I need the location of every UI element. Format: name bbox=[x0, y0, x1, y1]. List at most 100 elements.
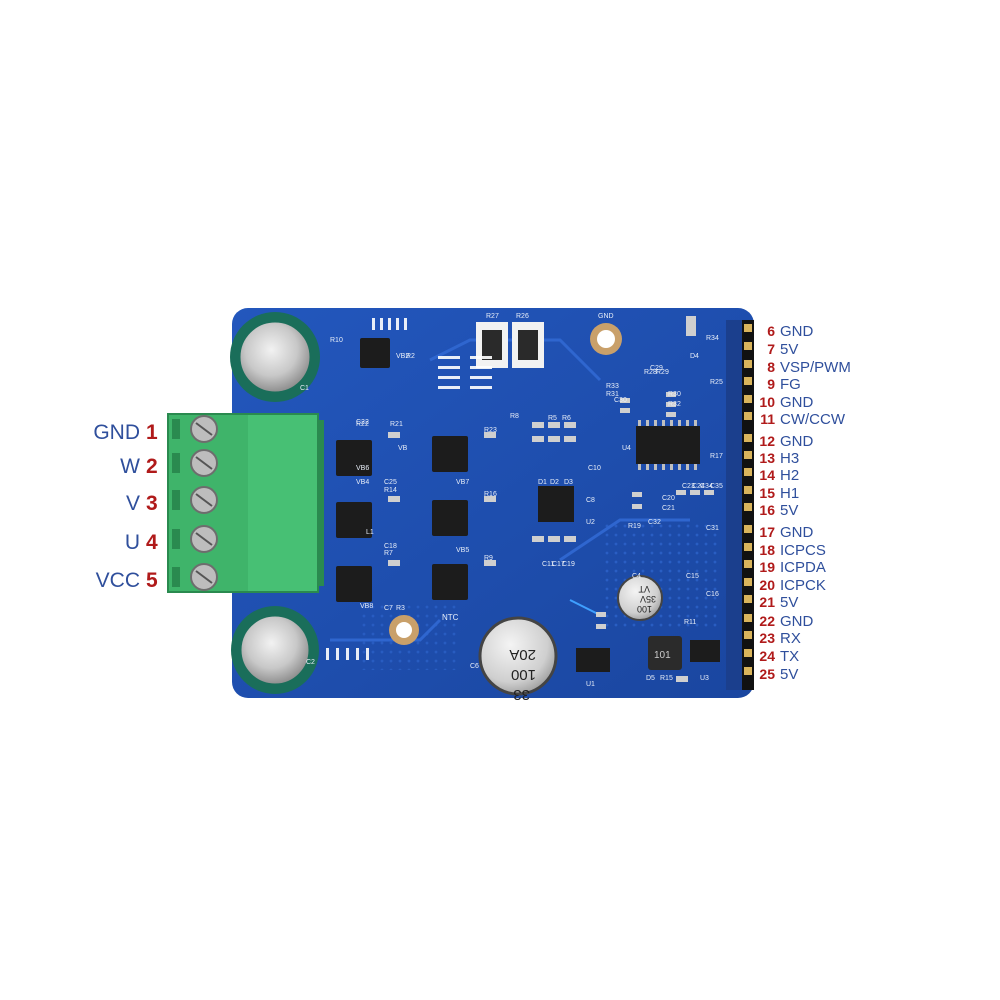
ref-designator: D1 bbox=[538, 479, 547, 486]
cap-large-line3: 20A bbox=[509, 646, 536, 663]
ref-designator: R30 bbox=[668, 391, 681, 398]
inductor: 101 bbox=[648, 636, 682, 670]
ref-designator: R23 bbox=[484, 427, 497, 434]
ref-designator: D5 bbox=[646, 675, 655, 682]
header-pin-name: GND bbox=[780, 524, 814, 541]
terminal-pin-name: W bbox=[120, 455, 140, 478]
header-pin-name: RX bbox=[780, 630, 801, 647]
shunt-resistors bbox=[476, 322, 544, 368]
ref-designator: C30 bbox=[614, 397, 627, 404]
controller-ic bbox=[538, 486, 574, 522]
header-pin-name: GND bbox=[780, 394, 814, 411]
header-pin-name: GND bbox=[780, 433, 814, 450]
ref-designator: R15 bbox=[660, 675, 673, 682]
ref-designator: R9 bbox=[484, 555, 493, 562]
header-pin-name: ICPCK bbox=[780, 577, 826, 594]
ref-designator: R5 bbox=[548, 415, 557, 422]
header-pin bbox=[744, 377, 752, 385]
ref-designator: R32 bbox=[668, 401, 681, 408]
header-pin-number: 15 bbox=[759, 485, 775, 501]
ref-designator: VB2 bbox=[396, 353, 409, 360]
header-pin bbox=[744, 578, 752, 586]
capacitor-large: 33 100 20A bbox=[478, 616, 558, 703]
header-pin-name: 5V bbox=[780, 594, 798, 611]
header-pin bbox=[744, 342, 752, 350]
header-pin bbox=[744, 631, 752, 639]
header-pin-name: 5V bbox=[780, 341, 798, 358]
cap-small-line1: 100 bbox=[637, 604, 652, 614]
capacitor-small: 100 35V VT bbox=[617, 575, 663, 621]
header-pin bbox=[744, 503, 752, 511]
ref-designator: C20 bbox=[662, 495, 675, 502]
ref-designator: R28 bbox=[644, 369, 657, 376]
terminal-slot bbox=[172, 529, 180, 549]
ref-designator: R3 bbox=[396, 605, 405, 612]
ref-designator: C7 bbox=[384, 605, 393, 612]
ref-designator: C8 bbox=[586, 497, 595, 504]
ref-designator: R16 bbox=[484, 491, 497, 498]
header-pin bbox=[744, 595, 752, 603]
ref-designator: C17 bbox=[552, 561, 565, 568]
ref-designator: C31 bbox=[706, 525, 719, 532]
header-pin-name: 5V bbox=[780, 666, 798, 683]
header-pin bbox=[744, 543, 752, 551]
ref-designator: C34 bbox=[700, 483, 713, 490]
header-pin bbox=[744, 412, 752, 420]
ref-designator: D3 bbox=[564, 479, 573, 486]
ref-designator: R14 bbox=[384, 487, 397, 494]
header-pin-name: GND bbox=[780, 323, 814, 340]
header-pin bbox=[744, 324, 752, 332]
ref-designator: L1 bbox=[366, 529, 374, 536]
header-pin-name: FG bbox=[780, 376, 801, 393]
header-pin-number: 7 bbox=[767, 341, 775, 357]
header-pin-name: H2 bbox=[780, 467, 799, 484]
header-pin-number: 12 bbox=[759, 433, 775, 449]
ref-designator: C10 bbox=[588, 465, 601, 472]
silkscreen-marks bbox=[326, 318, 492, 660]
ref-designator: R31 bbox=[606, 391, 619, 398]
driver-ic-u4 bbox=[636, 420, 700, 470]
header-pin-number: 22 bbox=[759, 613, 775, 629]
ref-designator: C1 bbox=[300, 385, 309, 392]
ref-designator: VB bbox=[398, 445, 408, 452]
header-pin-number: 8 bbox=[767, 359, 775, 375]
header-pin-number: 14 bbox=[759, 467, 775, 483]
terminal-pin-name: GND bbox=[93, 421, 140, 444]
mounting-hole-top bbox=[590, 323, 622, 355]
ref-designator: VB6 bbox=[356, 465, 369, 472]
ref-designator: R2 bbox=[406, 353, 415, 360]
cap-small-line3: VT bbox=[638, 584, 650, 594]
ref-designator: R7 bbox=[384, 550, 393, 557]
terminal-slot bbox=[172, 453, 180, 473]
screw-slot-icon bbox=[195, 456, 213, 470]
ntc-label: NTC bbox=[442, 613, 459, 622]
header-pin bbox=[744, 486, 752, 494]
header-pin-number: 24 bbox=[759, 648, 775, 664]
cap-small-line2: 35V bbox=[640, 594, 656, 604]
screw-slot-icon bbox=[195, 570, 213, 584]
terminal-pin-number: 1 bbox=[146, 421, 158, 444]
ref-designator: VB7 bbox=[456, 479, 469, 486]
screw-slot-icon bbox=[195, 493, 213, 507]
ref-designator: C4 bbox=[632, 573, 641, 580]
ref-designator: U3 bbox=[700, 675, 709, 682]
ref-designator: C35 bbox=[710, 483, 723, 490]
header-pin-name: TX bbox=[780, 648, 799, 665]
ref-designator: D2 bbox=[550, 479, 559, 486]
header-pin-name: H1 bbox=[780, 485, 799, 502]
ref-designator: C25 bbox=[384, 479, 397, 486]
header-pin-number: 20 bbox=[759, 577, 775, 593]
ref-designator: R6 bbox=[562, 415, 571, 422]
mosfet-chips bbox=[336, 338, 468, 602]
inductor-label: 101 bbox=[654, 650, 671, 661]
header-pin-name: GND bbox=[780, 613, 814, 630]
ref-designator: R11 bbox=[684, 619, 696, 626]
ref-designator: VB4 bbox=[356, 479, 369, 486]
header-pin-number: 19 bbox=[759, 559, 775, 575]
capacitor-bottom-left bbox=[231, 606, 319, 694]
ref-designator: R10 bbox=[330, 337, 343, 344]
ref-designator: R29 bbox=[656, 369, 669, 376]
ref-designator: R34 bbox=[706, 335, 719, 342]
ref-designator: D4 bbox=[690, 353, 699, 360]
